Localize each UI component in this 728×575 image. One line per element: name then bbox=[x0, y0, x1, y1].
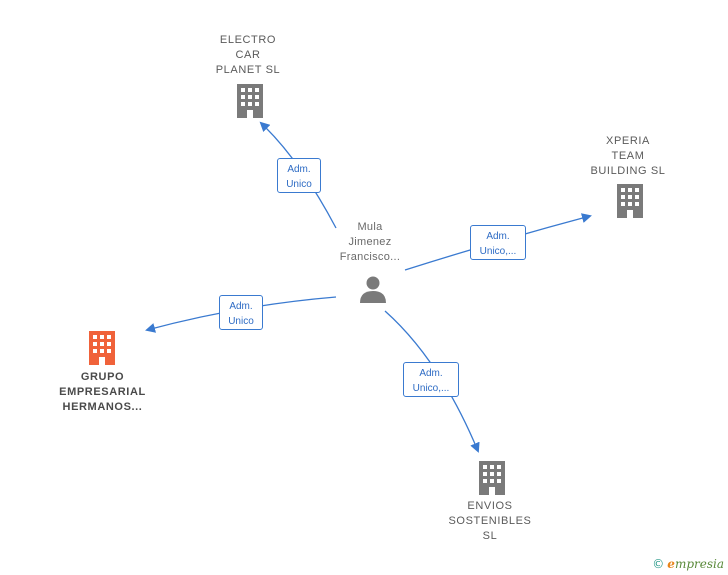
edge-label-electro: Adm. Unico bbox=[277, 158, 321, 193]
company-label-grupo[interactable]: GRUPO EMPRESARIAL HERMANOS... bbox=[59, 371, 146, 413]
brand-name: mpresia bbox=[674, 557, 724, 571]
person-name[interactable]: Mula Jimenez Francisco... bbox=[339, 221, 401, 263]
company-label-envios[interactable]: ENVIOS SOSTENIBLES SL bbox=[448, 500, 532, 542]
building-icon-highlighted[interactable] bbox=[87, 331, 117, 370]
edge-label-xperia: Adm. Unico,... bbox=[470, 225, 526, 260]
building-icon[interactable] bbox=[235, 84, 265, 123]
company-label-electro[interactable]: ELECTRO CAR PLANET SL bbox=[215, 34, 281, 76]
edge-label-envios: Adm. Unico,... bbox=[403, 362, 459, 397]
brand-logo[interactable]: ©empresia bbox=[652, 557, 724, 571]
building-icon[interactable] bbox=[477, 461, 507, 500]
company-label-xperia[interactable]: XPERIA TEAM BUILDING SL bbox=[590, 135, 666, 177]
building-icon[interactable] bbox=[615, 184, 645, 223]
edge-label-grupo: Adm. Unico bbox=[219, 295, 263, 330]
person-icon[interactable] bbox=[359, 275, 387, 308]
copyright-icon: © bbox=[652, 557, 665, 571]
brand-initial: e bbox=[667, 557, 675, 571]
